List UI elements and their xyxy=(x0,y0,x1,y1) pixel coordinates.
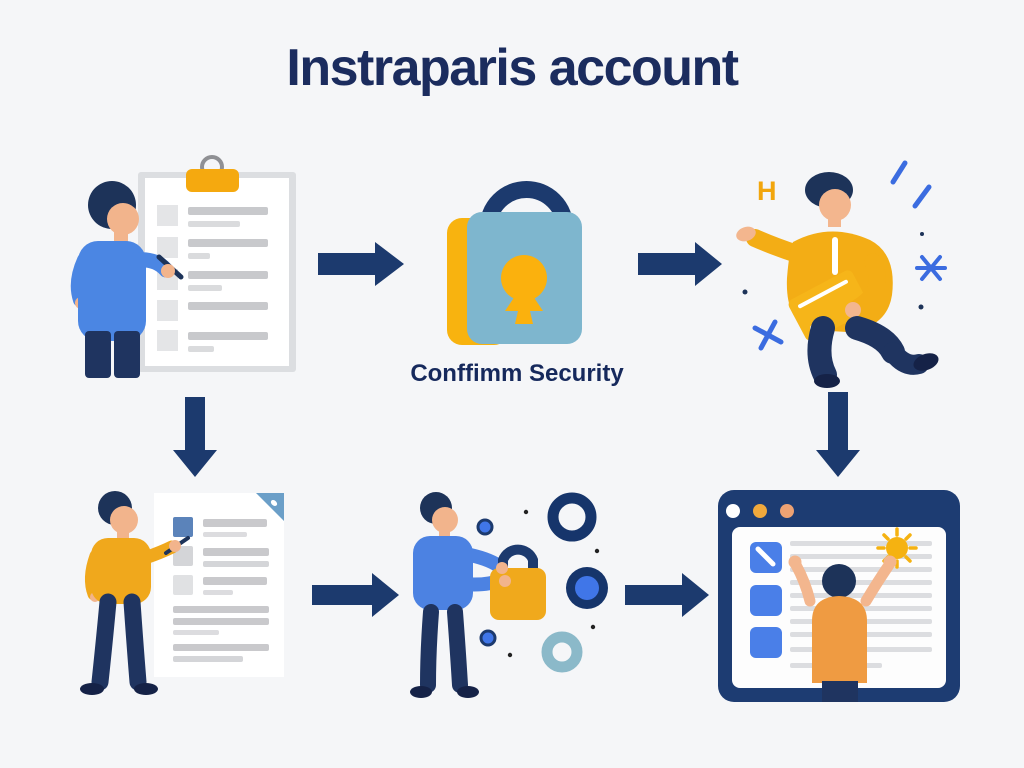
jumping-person-icon xyxy=(736,172,939,388)
pencil-icon xyxy=(755,546,776,567)
cross-icon xyxy=(752,319,784,351)
person-writing-icon xyxy=(70,181,184,378)
keyhole-icon xyxy=(501,255,547,324)
page-title: Instraparis account xyxy=(286,39,739,97)
step-secure-account-illustration xyxy=(395,480,640,720)
document-icon xyxy=(154,493,284,677)
person-holding-lock-icon xyxy=(410,492,546,698)
circle-decorations xyxy=(476,492,608,673)
celebrating-person-icon xyxy=(788,555,897,702)
step-review-document-illustration xyxy=(60,480,310,720)
step-account-ready-illustration xyxy=(710,485,965,715)
lock-icon xyxy=(490,544,546,620)
window-dot-orange-icon xyxy=(780,504,794,518)
decor-letter-h: H xyxy=(757,176,777,206)
window-dot-white-icon xyxy=(726,504,740,518)
clipboard-clip-icon xyxy=(186,169,239,192)
folded-corner-icon xyxy=(256,493,284,521)
arrow-right-icon xyxy=(318,242,404,286)
step-celebrate-illustration: H xyxy=(735,150,960,400)
step-confirm-security-illustration xyxy=(420,150,620,365)
sparkle-decorations: H xyxy=(742,160,947,351)
browser-window-icon xyxy=(718,490,960,702)
star-icon xyxy=(915,255,947,281)
sidebar-squares xyxy=(750,542,782,658)
person-pointing-icon xyxy=(80,491,190,695)
window-dot-yellow-icon xyxy=(753,504,767,518)
arrow-right-icon xyxy=(638,242,722,286)
padlock-icon xyxy=(447,181,582,345)
security-label: Conffimm Security xyxy=(410,360,624,387)
arrow-down-icon xyxy=(816,392,860,477)
arrow-right-icon xyxy=(312,573,399,617)
arrow-down-icon xyxy=(173,397,217,477)
checklist-rows xyxy=(157,205,268,352)
step-fill-checklist-illustration xyxy=(60,145,330,395)
